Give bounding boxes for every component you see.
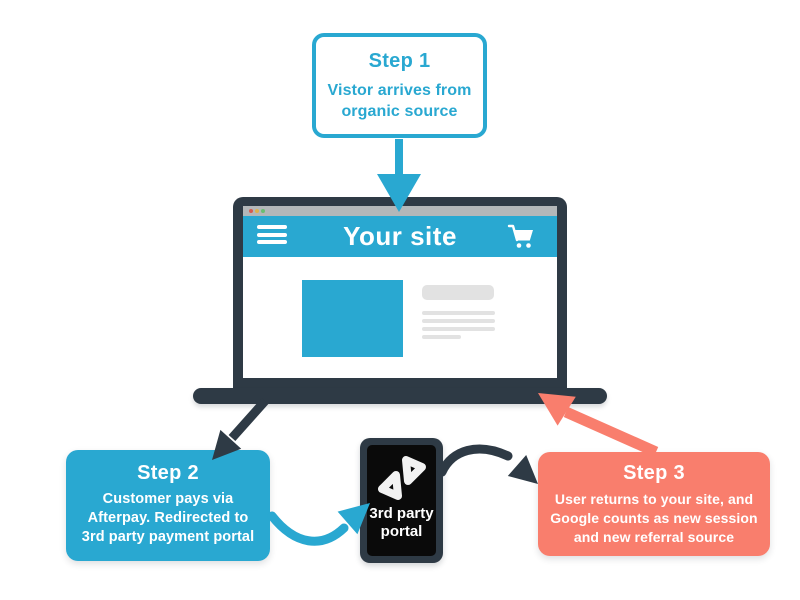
arrow-step2-to-portal xyxy=(267,503,370,546)
step1-text-line: organic source xyxy=(341,103,458,120)
portal-phone: 3rd party portal xyxy=(360,438,443,563)
step3-text-line: Google counts as new session xyxy=(550,510,758,526)
portal-phone-screen: 3rd party portal xyxy=(367,445,436,556)
cart-icon xyxy=(507,224,533,248)
text-line-placeholder xyxy=(422,327,495,331)
site-title: Your site xyxy=(343,221,457,251)
window-minimize-dot xyxy=(255,209,259,213)
browser-titlebar xyxy=(243,206,557,216)
text-line-placeholder xyxy=(422,311,495,315)
step1-card: Step 1 Vistor arrives from organic sourc… xyxy=(312,33,487,138)
step2-text-line: Afterpay. Redirected to xyxy=(87,510,249,526)
step1-title: Step 1 xyxy=(368,50,431,72)
step1-text-line: Vistor arrives from xyxy=(327,82,472,99)
step2-text-line: Customer pays via xyxy=(102,491,234,507)
step3-card: Step 3 User returns to your site, and Go… xyxy=(538,452,770,556)
window-close-dot xyxy=(249,209,253,213)
text-line-placeholder xyxy=(422,319,495,323)
laptop-screen-frame: Your site xyxy=(233,197,567,388)
heading-placeholder xyxy=(422,285,494,300)
image-placeholder xyxy=(302,280,403,357)
text-line-placeholder xyxy=(422,335,461,339)
laptop-base xyxy=(193,388,607,404)
window-maximize-dot xyxy=(261,209,265,213)
portal-label-line: portal xyxy=(380,523,423,540)
step3-text-line: and new referral source xyxy=(573,529,735,545)
step2-card: Step 2 Customer pays via Afterpay. Redir… xyxy=(66,450,270,561)
arrow-portal-to-step3 xyxy=(437,444,538,484)
browser-window: Your site xyxy=(243,206,557,378)
step2-title: Step 2 xyxy=(137,462,199,484)
hamburger-menu-icon xyxy=(257,225,287,248)
site-navbar: Your site xyxy=(243,216,557,257)
step3-title: Step 3 xyxy=(623,462,685,484)
portal-label-line: 3rd party xyxy=(369,505,434,522)
step2-text-line: 3rd party payment portal xyxy=(81,529,255,545)
link-icon xyxy=(377,456,426,500)
step3-text-line: User returns to your site, and xyxy=(554,491,754,507)
